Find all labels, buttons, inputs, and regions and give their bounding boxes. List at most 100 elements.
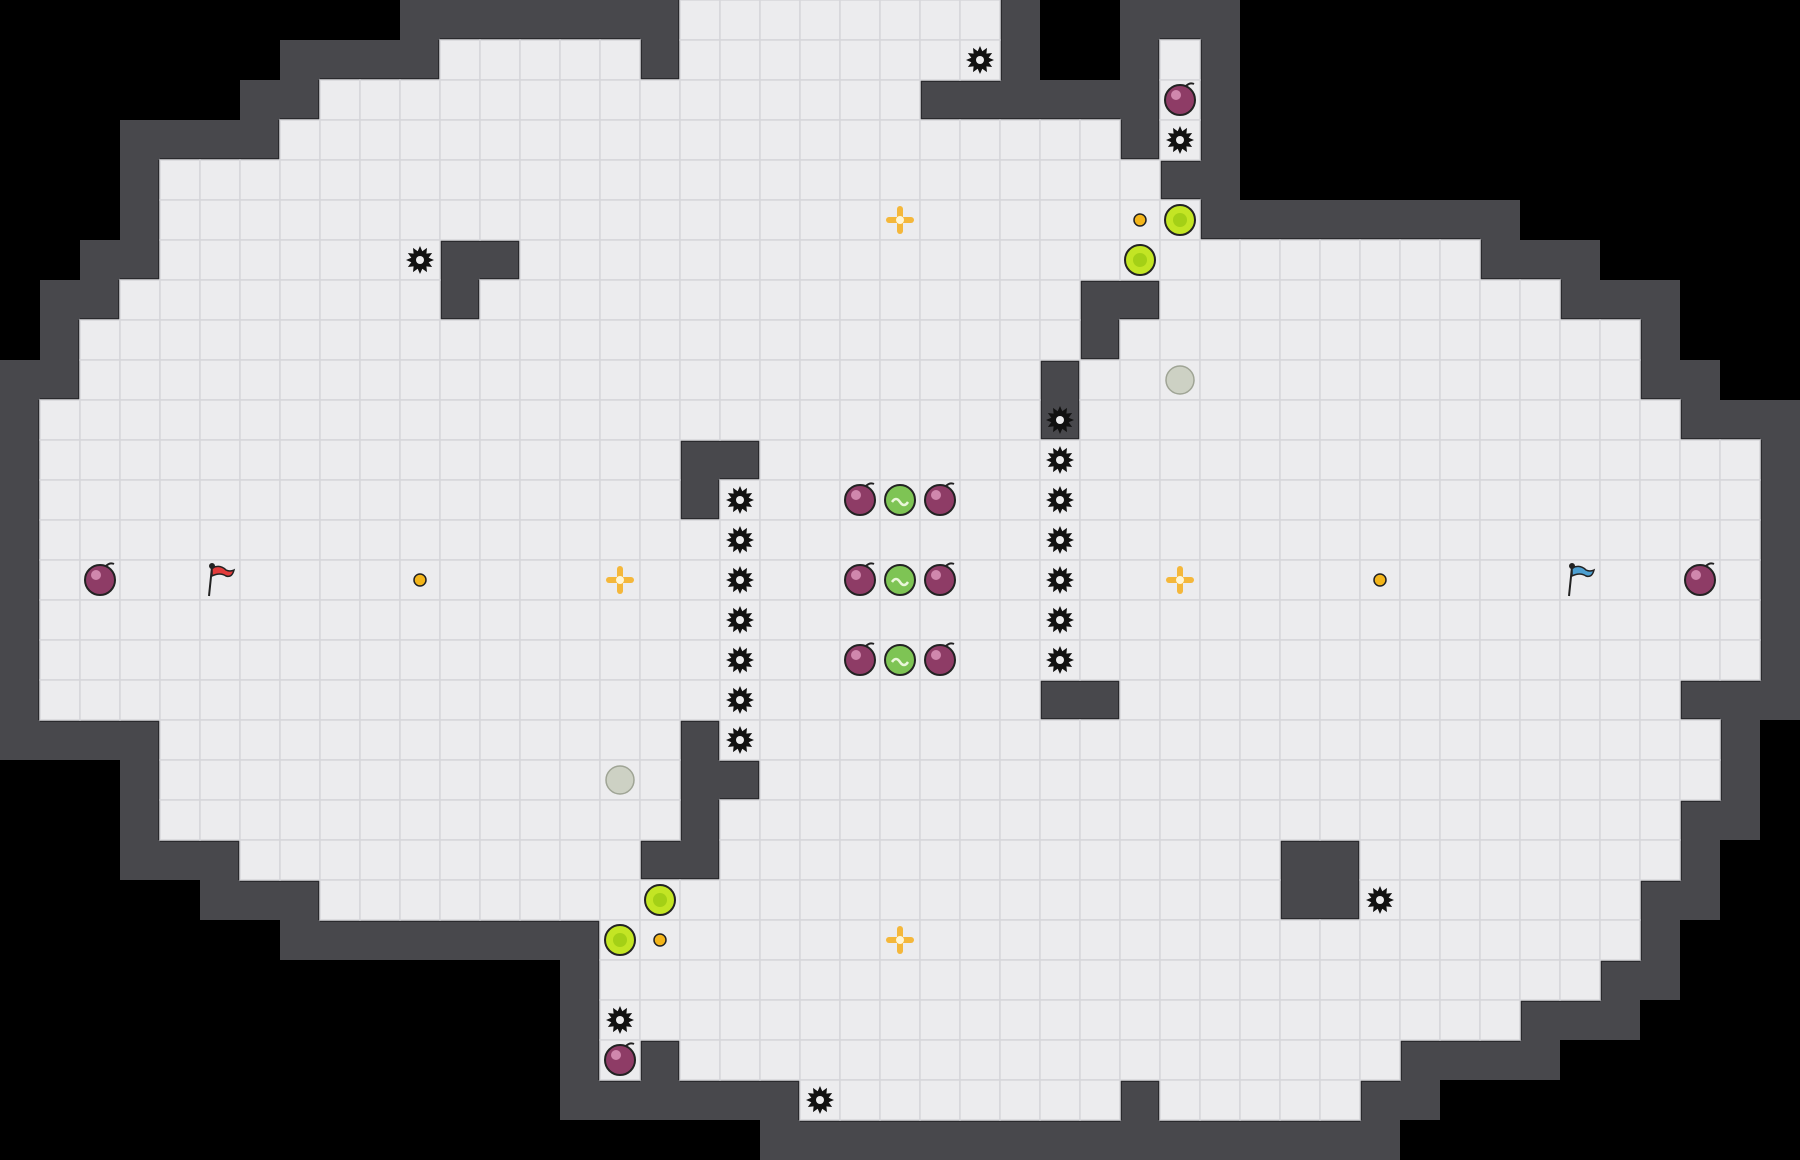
floor-tile [959, 519, 1001, 561]
wall-tile [0, 520, 40, 560]
floor-tile [679, 959, 721, 1001]
floor-tile [879, 959, 921, 1001]
floor-tile [999, 559, 1041, 601]
floor-tile [359, 439, 401, 481]
floor-tile [1479, 679, 1521, 721]
floor-tile [1119, 1039, 1161, 1081]
floor-tile [1239, 839, 1281, 881]
floor-tile [1359, 399, 1401, 441]
wall-tile [600, 0, 640, 40]
floor-tile [919, 959, 961, 1001]
floor-tile [319, 559, 361, 601]
wall-tile [120, 800, 160, 840]
floor-tile [1159, 279, 1201, 321]
floor-tile [719, 39, 761, 81]
floor-tile [119, 279, 161, 321]
floor-tile [519, 839, 561, 881]
floor-tile [239, 159, 281, 201]
floor-tile [679, 279, 721, 321]
floor-tile [1679, 639, 1721, 681]
floor-tile [559, 879, 601, 921]
wall-tile [1400, 1080, 1440, 1120]
wall-tile [1040, 1120, 1080, 1160]
wall-tile [1320, 200, 1360, 240]
floor-tile [1159, 519, 1201, 561]
floor-tile [1479, 999, 1521, 1041]
floor-tile [159, 599, 201, 641]
floor-tile [879, 599, 921, 641]
floor-tile [399, 599, 441, 641]
floor-tile [559, 799, 601, 841]
floor-tile [1439, 679, 1481, 721]
floor-tile [1559, 479, 1601, 521]
wall-tile [680, 800, 720, 840]
floor-tile [1439, 319, 1481, 361]
floor-tile [999, 359, 1041, 401]
bomb-icon [1684, 562, 1716, 596]
floor-tile [879, 279, 921, 321]
wall-tile [1440, 1040, 1480, 1080]
floor-tile [1119, 159, 1161, 201]
floor-tile [1599, 599, 1641, 641]
floor-tile [1639, 759, 1681, 801]
floor-tile [119, 399, 161, 441]
wall-tile [240, 880, 280, 920]
wall-tile [1760, 560, 1800, 600]
floor-tile [199, 599, 241, 641]
floor-tile [1559, 879, 1601, 921]
floor-tile [1519, 959, 1561, 1001]
floor-tile [599, 119, 641, 161]
floor-tile [239, 679, 281, 721]
floor-tile [1439, 359, 1481, 401]
floor-tile [759, 839, 801, 881]
floor-tile [1159, 479, 1201, 521]
wall-tile [800, 1120, 840, 1160]
floor-tile [679, 39, 721, 81]
wall-tile [0, 720, 40, 760]
floor-tile [1359, 999, 1401, 1041]
floor-tile [559, 279, 601, 321]
floor-tile [679, 999, 721, 1041]
floor-tile [999, 879, 1041, 921]
floor-tile [1399, 359, 1441, 401]
floor-tile [519, 399, 561, 441]
floor-tile [479, 879, 521, 921]
floor-tile [799, 79, 841, 121]
floor-tile [439, 199, 481, 241]
floor-tile [999, 959, 1041, 1001]
floor-tile [1119, 959, 1161, 1001]
floor-tile [1519, 759, 1561, 801]
floor-tile [679, 879, 721, 921]
floor-tile [759, 759, 801, 801]
wall-tile [0, 640, 40, 680]
floor-tile [599, 959, 641, 1001]
floor-tile [839, 919, 881, 961]
floor-tile [119, 319, 161, 361]
floor-tile [1079, 1039, 1121, 1081]
wall-tile [1520, 1040, 1560, 1080]
floor-tile [559, 119, 601, 161]
floor-tile [559, 439, 601, 481]
wall-tile [1120, 120, 1160, 160]
floor-tile [519, 599, 561, 641]
floor-tile [879, 879, 921, 921]
floor-tile [1599, 559, 1641, 601]
spike-icon [806, 1086, 834, 1114]
floor-tile [1279, 759, 1321, 801]
floor-tile [1479, 639, 1521, 681]
floor-tile [1159, 959, 1201, 1001]
floor-tile [1319, 759, 1361, 801]
floor-tile [959, 479, 1001, 521]
floor-tile [639, 519, 681, 561]
floor-tile [799, 919, 841, 961]
floor-tile [399, 279, 441, 321]
floor-tile [1479, 879, 1521, 921]
floor-tile [639, 759, 681, 801]
floor-tile [399, 199, 441, 241]
floor-tile [519, 719, 561, 761]
floor-tile [1639, 679, 1681, 721]
floor-tile [1559, 319, 1601, 361]
floor-tile [1359, 239, 1401, 281]
floor-tile [599, 839, 641, 881]
floor-tile [1319, 679, 1361, 721]
